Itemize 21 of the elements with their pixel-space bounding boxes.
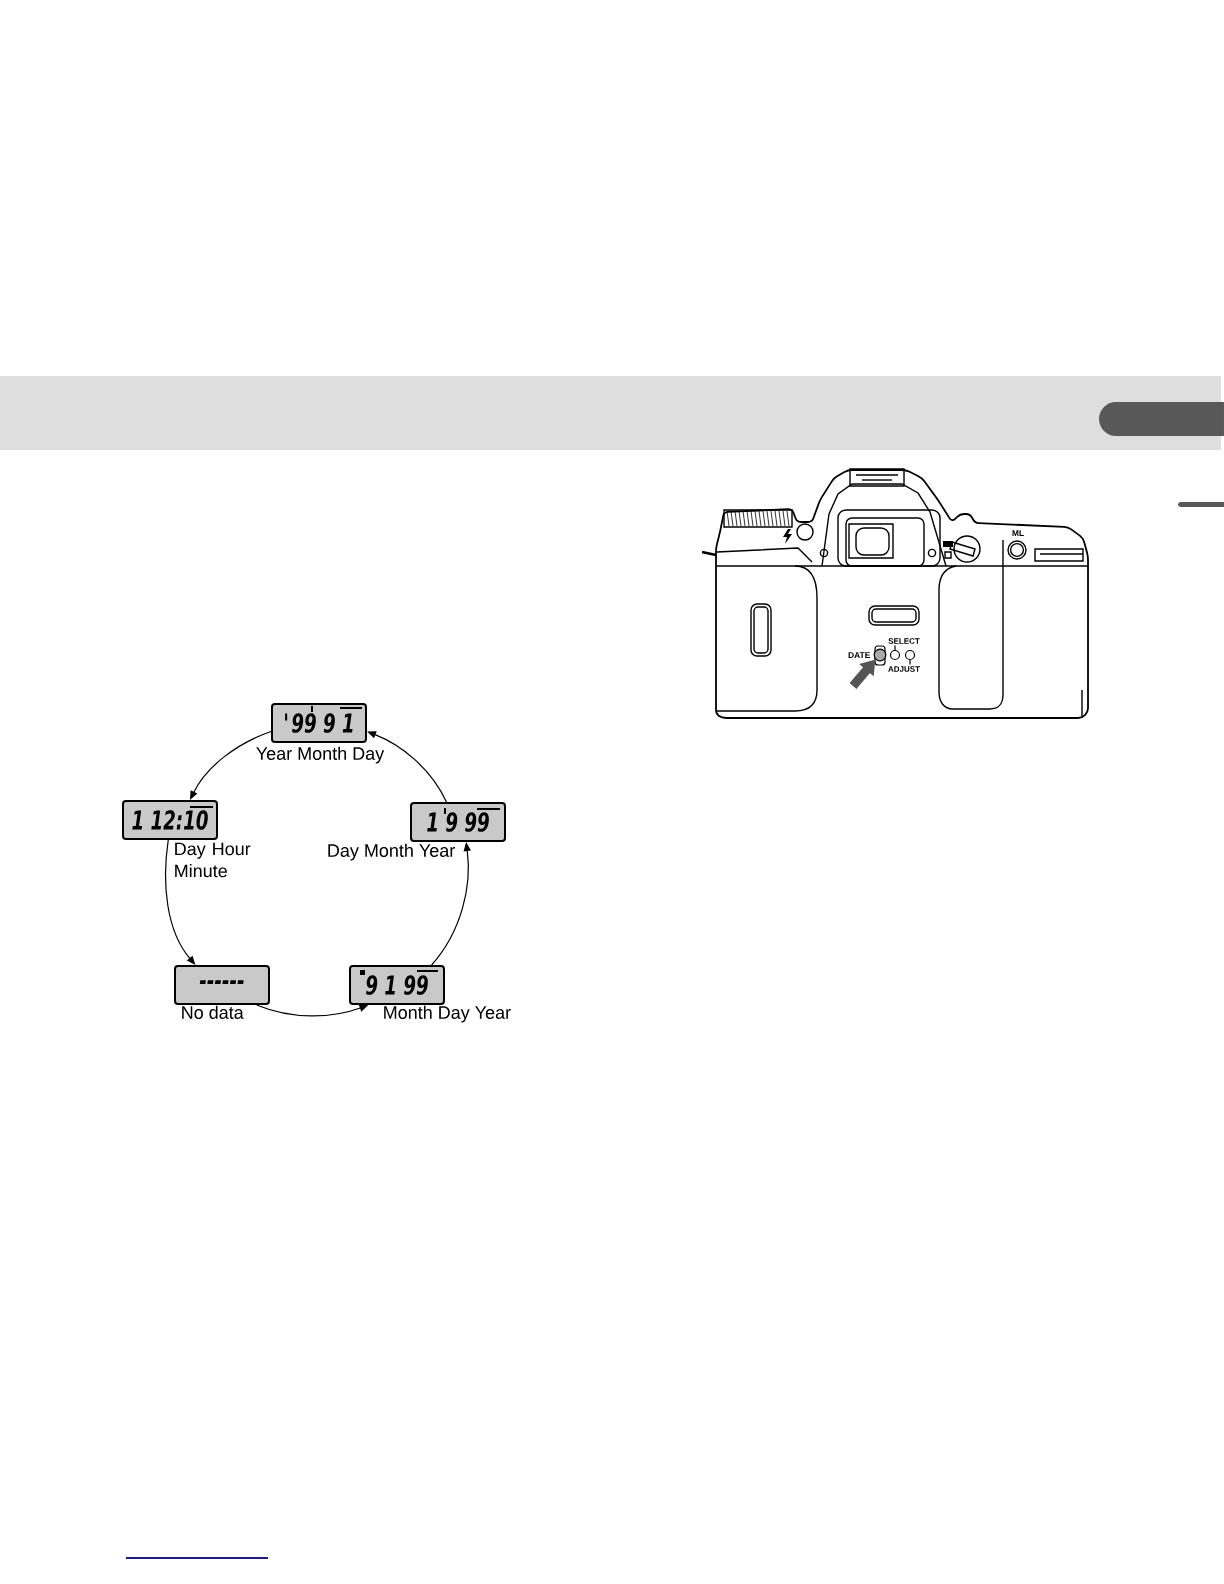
lcd-display: ------ xyxy=(174,965,270,1005)
lcd-display: 1 12:10 xyxy=(122,800,218,840)
leader-line xyxy=(894,644,896,651)
button-label: ML xyxy=(1012,530,1024,536)
arrow xyxy=(190,730,272,800)
display-caption: Day Month Year xyxy=(328,843,455,861)
button-label: ADJUST xyxy=(888,666,920,672)
lcd-display: '99 9 1 xyxy=(271,703,367,743)
round-button xyxy=(904,649,916,661)
round-button xyxy=(889,649,901,661)
button-label: DATE xyxy=(848,652,870,658)
lcd-display: 9 1 99 xyxy=(349,965,445,1005)
round-button xyxy=(873,645,887,666)
lcd-display: 1 9 99 xyxy=(410,802,506,842)
leader-line xyxy=(909,659,911,666)
display-caption: Year Month Day xyxy=(256,746,385,764)
display-caption: Month Day Year xyxy=(384,1005,511,1023)
button-label: SELECT xyxy=(888,638,920,644)
arrow xyxy=(367,731,448,803)
display-caption: Day Hour Minute xyxy=(175,842,251,878)
display-caption: No data xyxy=(182,1005,244,1019)
